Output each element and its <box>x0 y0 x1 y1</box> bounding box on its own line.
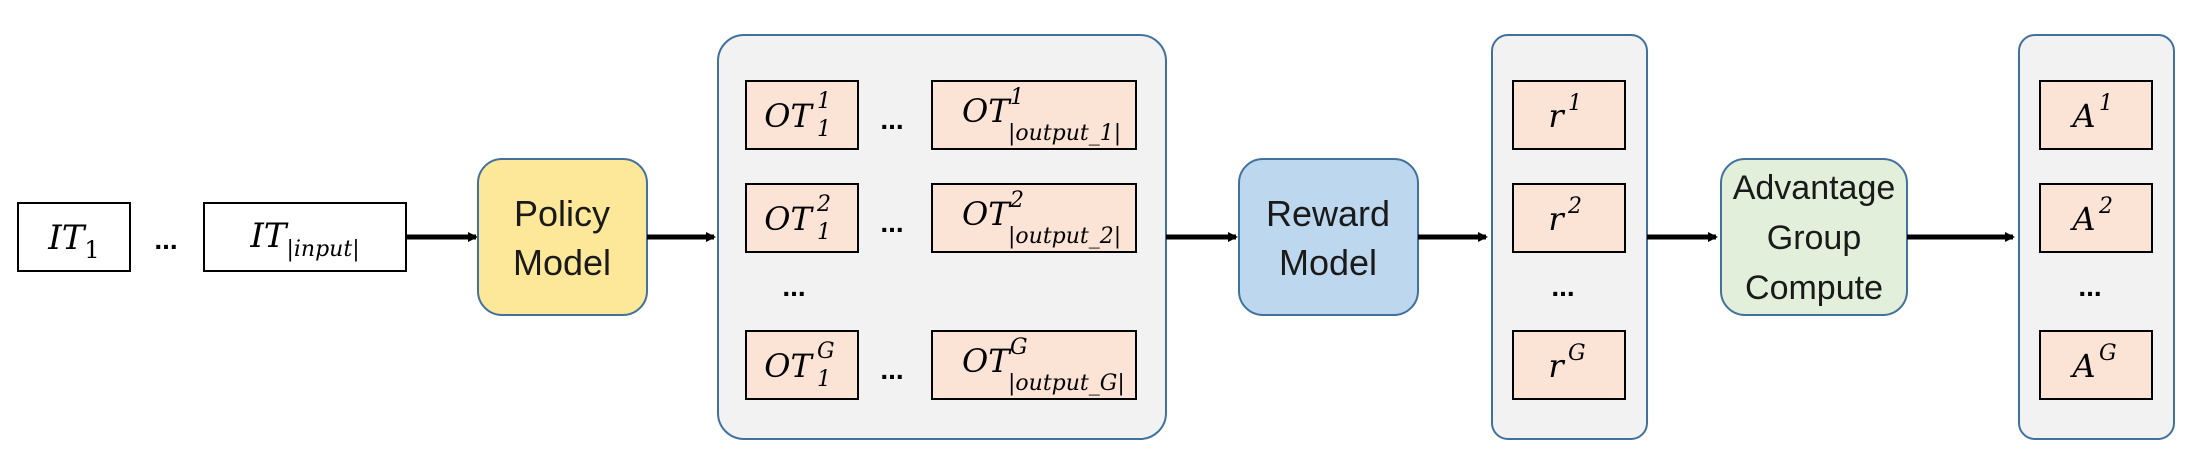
reward-model-box: Reward Model <box>1238 158 1419 316</box>
svg-text:|output_1|: |output_1| <box>1008 121 1121 146</box>
advantage-item-G: A G <box>2039 330 2153 400</box>
svg-text:G: G <box>2099 341 2117 366</box>
advantage-compute-box: Advantage Group Compute <box>1720 158 1908 316</box>
reward-model-label-line1: Reward <box>1266 193 1390 234</box>
svg-text:1: 1 <box>817 117 831 142</box>
svg-text:2: 2 <box>1567 194 1582 219</box>
reward-item-2: r 2 <box>1512 183 1626 253</box>
input-token-last: IT|input| <box>203 202 407 272</box>
outputs-row-ellipsis: ... <box>782 271 805 302</box>
input-token-first: IT1 <box>17 202 131 272</box>
reward-item-1: r 1 <box>1512 80 1626 150</box>
svg-text:r: r <box>1548 200 1565 238</box>
svg-text:IT1: IT1 <box>47 218 99 264</box>
svg-text:2: 2 <box>2098 194 2113 219</box>
advantage-label-line2: Group <box>1767 219 1862 257</box>
svg-text:1: 1 <box>1010 85 1024 110</box>
output-row-G: OT G 1 ... OT G |output_G| <box>745 330 1137 400</box>
svg-text:OT: OT <box>962 195 1012 233</box>
advantage-label-line1: Advantage <box>1733 169 1896 207</box>
policy-model-box: Policy Model <box>477 158 648 316</box>
svg-text:A: A <box>2069 200 2095 238</box>
advantage-item-2: A 2 <box>2039 183 2153 253</box>
svg-text:1: 1 <box>2099 91 2113 116</box>
advantage-item-1: A 1 <box>2039 80 2153 150</box>
advantages-group: A 1 A 2 ... A G <box>2018 34 2175 440</box>
svg-text:|output_G|: |output_G| <box>1008 371 1125 396</box>
svg-text:A: A <box>2069 97 2095 135</box>
svg-text:r: r <box>1548 347 1565 385</box>
svg-text:1: 1 <box>1568 91 1582 116</box>
svg-text:r: r <box>1548 97 1565 135</box>
svg-text:OT: OT <box>764 347 814 385</box>
svg-text:G: G <box>817 339 835 364</box>
advantages-ellipsis: ... <box>2078 271 2101 302</box>
svg-text:IT|input|: IT|input| <box>249 216 359 262</box>
reward-item-G: r G <box>1512 330 1626 400</box>
rewards-ellipsis: ... <box>1551 271 1574 302</box>
svg-text:2: 2 <box>1009 188 1024 213</box>
svg-text:1: 1 <box>817 89 831 114</box>
reward-model-label-line2: Model <box>1279 242 1377 283</box>
svg-text:...: ... <box>880 207 903 238</box>
svg-text:G: G <box>1010 335 1028 360</box>
svg-text:1: 1 <box>817 367 831 392</box>
output-row-1: OT 1 1 ... OT 1 |output_1| <box>745 80 1137 150</box>
svg-text:...: ... <box>880 104 903 135</box>
input-ellipsis: ... <box>154 224 177 255</box>
svg-text:A: A <box>2069 347 2095 385</box>
svg-text:OT: OT <box>962 342 1012 380</box>
outputs-group: OT 1 1 ... OT 1 |output_1| OT 2 1 ... OT… <box>717 34 1167 440</box>
svg-text:OT: OT <box>962 92 1012 130</box>
rewards-group: r 1 r 2 ... r G <box>1491 34 1648 440</box>
svg-text:...: ... <box>880 354 903 385</box>
policy-model-label-line1: Policy <box>514 193 610 234</box>
policy-model-label-line2: Model <box>513 242 611 283</box>
svg-text:2: 2 <box>816 192 831 217</box>
svg-text:OT: OT <box>764 200 814 238</box>
advantage-label-line3: Compute <box>1745 269 1883 307</box>
svg-text:1: 1 <box>817 220 831 245</box>
svg-text:|output_2|: |output_2| <box>1008 224 1121 249</box>
output-row-2: OT 2 1 ... OT 2 |output_2| <box>745 183 1137 253</box>
svg-text:G: G <box>1568 341 1586 366</box>
svg-text:OT: OT <box>764 97 814 135</box>
